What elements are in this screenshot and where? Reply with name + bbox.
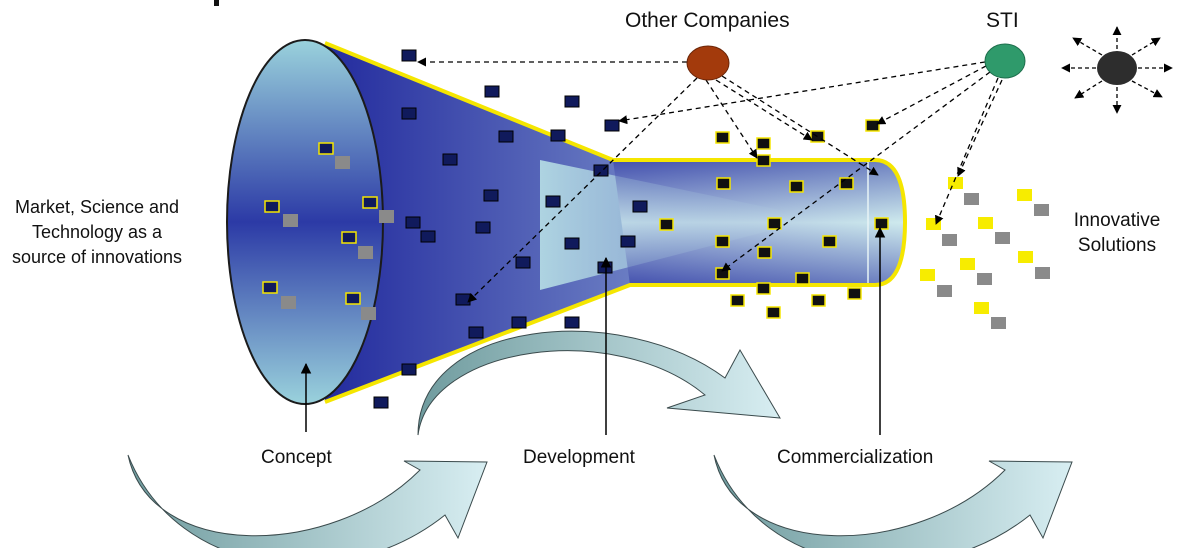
funnel-tube: [613, 160, 905, 285]
developed-idea-squares: [659, 119, 889, 319]
ellipse-idea-squares: [262, 142, 394, 320]
funnel-top-rim: [324, 41, 907, 223]
other-companies-arrows: [417, 57, 879, 303]
navy-idea-squares: [373, 49, 648, 409]
source-label: Market, Science and Technology as a sour…: [11, 197, 183, 267]
commercialization-label: Commercialization: [777, 447, 934, 468]
funnel-mouth-ellipse: [226, 39, 384, 405]
innovative-solutions-label: Innovative Solutions: [1073, 210, 1161, 256]
cycle-arrow-development: [417, 330, 781, 436]
sti-label: STI: [986, 9, 1019, 32]
cycle-arrow-concept: [127, 454, 488, 548]
solution-squares: [920, 177, 1050, 329]
other-companies-label: Other Companies: [625, 9, 790, 32]
other-companies-node: [686, 45, 730, 81]
sti-arrows: [618, 61, 1003, 272]
development-label: Development: [523, 447, 635, 468]
corner-mark: [214, 0, 219, 6]
funnel-bottom-rim: [324, 221, 907, 404]
concept-label: Concept: [261, 447, 332, 468]
radiating-node-icon: [1061, 26, 1173, 114]
stage-pointer-arrows: [300, 226, 886, 435]
sti-node: [984, 43, 1026, 79]
cycle-arrow-commercialization: [713, 454, 1073, 548]
